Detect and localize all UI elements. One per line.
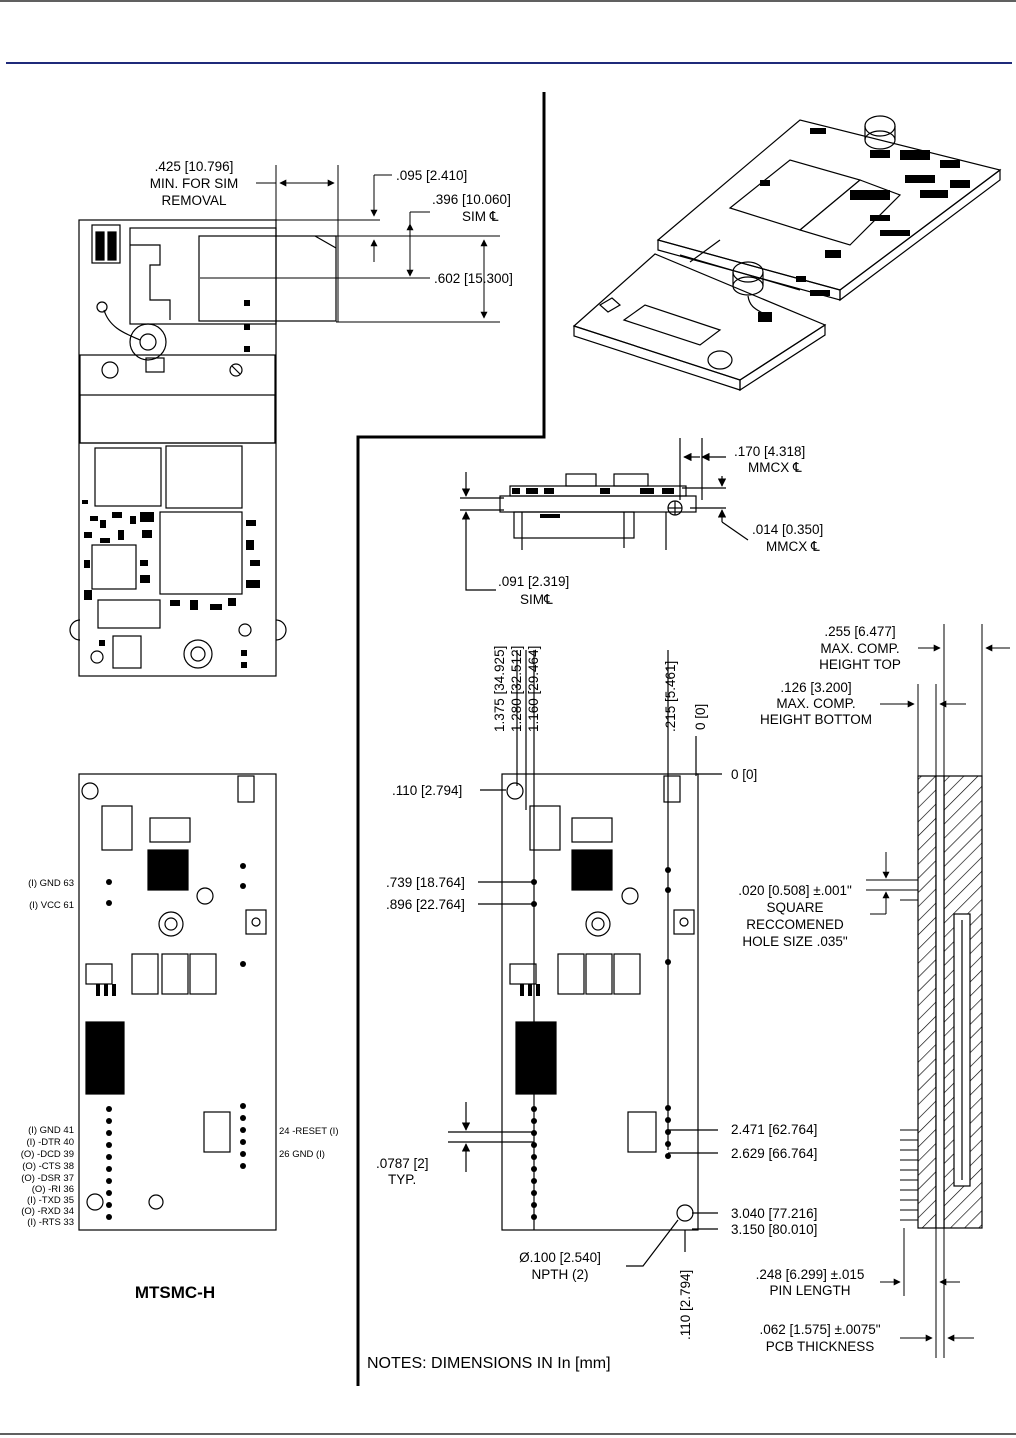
pin-txd-35: (I) -TXD 35 bbox=[27, 1195, 74, 1206]
dim-mmcx-014: .014 [0.350] bbox=[752, 522, 823, 537]
dim-mmcx-014-label: MMCX ℄ bbox=[766, 539, 820, 554]
dim-square-4: HOLE SIZE .035" bbox=[742, 934, 848, 949]
dim-2629: 2.629 [66.764] bbox=[731, 1146, 817, 1161]
dim-h-0: 0 [0] bbox=[731, 767, 757, 782]
dim-square: .020 [0.508] ±.001" bbox=[738, 883, 852, 898]
dim-npth-label: NPTH (2) bbox=[532, 1267, 589, 1282]
dim-sim-091: .091 [2.319] bbox=[498, 574, 569, 589]
top-view-dim-lines bbox=[200, 165, 500, 323]
dim-bottom-comp-2: MAX. COMP. bbox=[776, 696, 855, 711]
top-view-dense-components bbox=[82, 300, 260, 668]
dim-sim-removal-2: MIN. FOR SIM bbox=[150, 176, 239, 191]
dim-3040: 3.040 [77.216] bbox=[731, 1206, 817, 1221]
top-view-board bbox=[69, 219, 337, 677]
section-view-dims bbox=[866, 624, 1010, 1358]
dimensioned-view-pins bbox=[520, 867, 671, 1220]
dim-top-comp-2: MAX. COMP. bbox=[820, 641, 899, 656]
pin-dtr-40: (I) -DTR 40 bbox=[27, 1137, 75, 1148]
section-view bbox=[917, 775, 983, 1229]
view-divider bbox=[356, 92, 546, 1386]
dim-v-1375: 1.375 [34.925] bbox=[492, 646, 507, 732]
dim-pcb-thick: .062 [1.575] ±.0075" bbox=[759, 1322, 880, 1337]
dimensioned-view-board bbox=[448, 650, 722, 1267]
dim-v-110: .110 [2.794] bbox=[678, 1270, 693, 1340]
dim-396-sim: SIM ℄ bbox=[462, 209, 499, 224]
dim-bottom-comp-3: HEIGHT BOTTOM bbox=[760, 712, 872, 727]
dim-v-0: 0 [0] bbox=[693, 704, 708, 730]
dim-mmcx-170-label: MMCX ℄ bbox=[748, 460, 802, 475]
dim-sim-removal-1: .425 [10.796] bbox=[155, 159, 234, 174]
pin-gnd-41: (I) GND 41 bbox=[28, 1125, 74, 1136]
dim-top-comp: .255 [6.477] bbox=[824, 624, 895, 639]
side-view-detail bbox=[512, 488, 674, 518]
pin-rxd-34: (O) -RXD 34 bbox=[21, 1206, 74, 1217]
dim-sim-091-label: SIM℄ bbox=[520, 592, 553, 607]
pin-ri-36: (O) -RI 36 bbox=[32, 1184, 74, 1195]
pin-dcd-39: (O) -DCD 39 bbox=[21, 1149, 74, 1160]
dim-mmcx-170: .170 [4.318] bbox=[734, 444, 805, 459]
pin-cts-38: (O) -CTS 38 bbox=[22, 1161, 74, 1172]
dim-602: .602 [15.300] bbox=[434, 271, 513, 286]
dim-square-3: RECCOMENED bbox=[746, 917, 844, 932]
isometric-components bbox=[758, 128, 970, 322]
dim-3150: 3.150 [80.010] bbox=[731, 1222, 817, 1237]
pin-rts-33: (I) -RTS 33 bbox=[27, 1217, 74, 1228]
dim-v-215: .215 [5.461] bbox=[663, 661, 678, 732]
dim-pcb-thick-2: PCB THICKNESS bbox=[766, 1339, 875, 1354]
dim-2471: 2.471 [62.764] bbox=[731, 1122, 817, 1137]
dim-396: .396 [10.060] bbox=[432, 192, 511, 207]
model-label: MTSMC-H bbox=[135, 1283, 215, 1302]
dim-896: .896 [22.764] bbox=[386, 897, 465, 912]
dim-110: .110 [2.794] bbox=[392, 783, 462, 798]
pin-gnd-26: 26 GND (I) bbox=[279, 1149, 325, 1160]
dim-v-1280: 1.280 [32.512] bbox=[509, 646, 524, 732]
dim-npth-dia: Ø.100 [2.540] bbox=[519, 1250, 601, 1265]
dim-square-2: SQUARE bbox=[766, 900, 823, 915]
dim-pin-length-2: PIN LENGTH bbox=[769, 1283, 850, 1298]
notes-text: NOTES: DIMENSIONS IN In [mm] bbox=[367, 1355, 611, 1372]
dim-739: .739 [18.764] bbox=[386, 875, 465, 890]
dim-0787-typ: TYP. bbox=[388, 1172, 416, 1187]
pinout-view-board bbox=[78, 773, 277, 1231]
pin-vcc-61: (I) VCC 61 bbox=[29, 900, 74, 911]
dim-bottom-comp: .126 [3.200] bbox=[780, 680, 851, 695]
dim-0787: .0787 [2] bbox=[376, 1156, 429, 1171]
isometric-view bbox=[572, 115, 1002, 392]
dim-pin-length: .248 [6.299] ±.015 bbox=[756, 1267, 865, 1282]
pin-reset-24: 24 -RESET (I) bbox=[279, 1126, 338, 1137]
dim-top-comp-3: HEIGHT TOP bbox=[819, 657, 901, 672]
dim-v-1160: 1.160 [29.464] bbox=[526, 646, 541, 732]
dim-sim-removal-3: REMOVAL bbox=[161, 193, 227, 208]
pin-gnd-63: (I) GND 63 bbox=[28, 878, 74, 889]
dim-095: .095 [2.410] bbox=[396, 168, 467, 183]
pinout-view-pins bbox=[96, 863, 246, 1220]
side-view bbox=[460, 438, 749, 591]
pin-dsr-37: (O) -DSR 37 bbox=[21, 1173, 74, 1184]
